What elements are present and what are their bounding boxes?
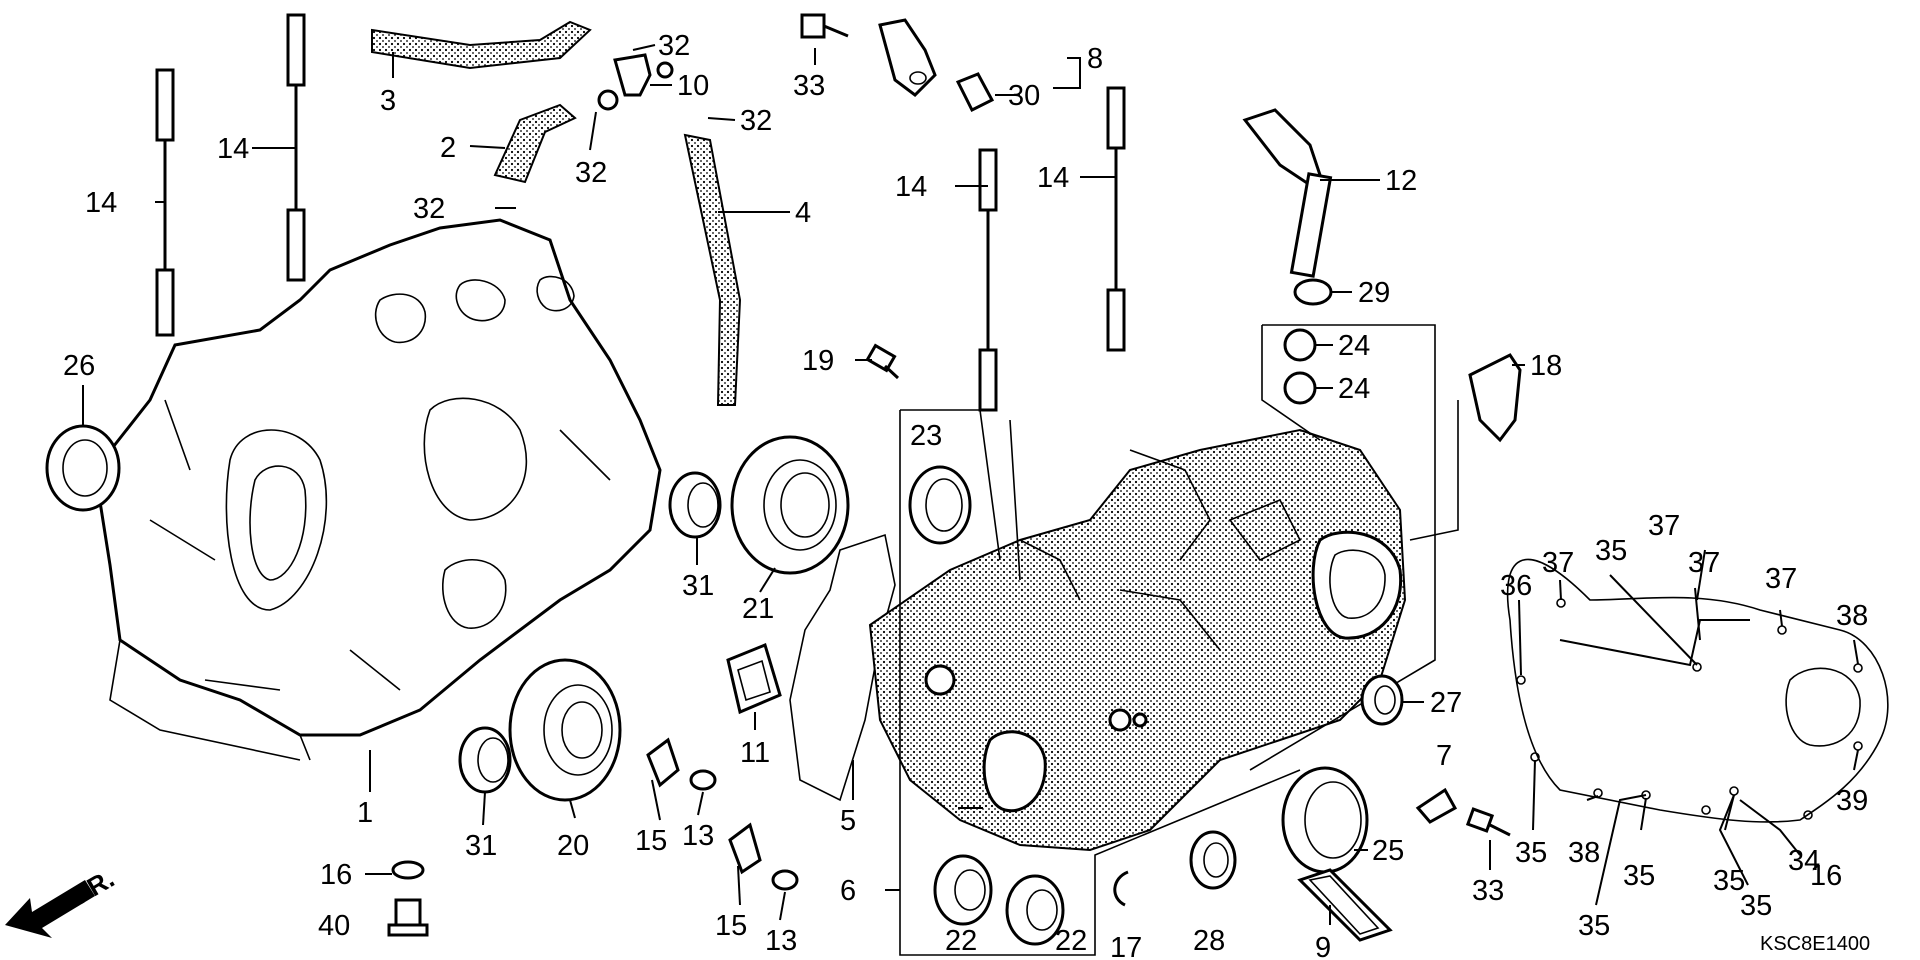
callout-37d: 37 <box>1765 563 1797 595</box>
callout-10: 10 <box>677 70 709 102</box>
callout-20: 20 <box>557 830 589 862</box>
callout-35e: 35 <box>1578 910 1610 942</box>
callout-37b: 37 <box>1648 510 1680 542</box>
callout-14d: 14 <box>1037 162 1069 194</box>
callout-21: 21 <box>742 593 774 625</box>
bearing-23 <box>908 465 972 545</box>
callout-19: 19 <box>802 345 834 377</box>
callout-32d: 32 <box>413 193 445 225</box>
callout-13a: 13 <box>682 820 714 852</box>
callout-23: 23 <box>910 420 942 452</box>
callouts: 1 2 3 4 5 6 7 8 9 10 11 12 13 13 14 14 1… <box>63 30 1870 960</box>
diagram-code: KSC8E1400 <box>1760 933 1870 955</box>
callout-15a: 15 <box>635 825 667 857</box>
seal-28 <box>1189 830 1237 890</box>
oil-seal-26 <box>45 424 121 512</box>
callout-31b: 31 <box>465 830 497 862</box>
callout-28: 28 <box>1193 925 1225 957</box>
shift-shaft-12 <box>1242 108 1333 278</box>
callout-32c: 32 <box>575 157 607 189</box>
callout-2: 2 <box>440 132 456 164</box>
callout-25: 25 <box>1372 835 1404 867</box>
callout-35f: 35 <box>1740 890 1772 922</box>
callout-14a: 14 <box>85 187 117 219</box>
bearing-21 <box>730 435 850 575</box>
callout-34: 34 <box>1788 845 1820 877</box>
leader-lines <box>82 44 1859 925</box>
callout-9: 9 <box>1315 932 1331 960</box>
callout-22a: 22 <box>945 925 977 957</box>
group-frames <box>899 324 1459 956</box>
callout-33b: 33 <box>1472 875 1504 907</box>
callout-11: 11 <box>740 737 770 769</box>
right-crankcase <box>868 419 1407 852</box>
callout-37e: 38 <box>1568 837 1600 869</box>
callout-39: 40 <box>318 910 350 942</box>
callout-24b: 24 <box>1338 373 1370 405</box>
callout-38a: 38 <box>1836 600 1868 632</box>
breather-hoses <box>371 20 742 406</box>
screen-9 <box>1297 868 1393 942</box>
collar-29 <box>1293 278 1333 306</box>
callout-13b: 13 <box>765 925 797 957</box>
bushing-31-upper <box>668 471 722 539</box>
callout-14b: 14 <box>217 133 249 165</box>
callout-6: 6 <box>840 875 856 907</box>
callout-8: 8 <box>1087 43 1103 75</box>
callout-1: 1 <box>357 797 373 829</box>
plate-7-bolt-33 <box>1415 787 1511 837</box>
bolt-33-upper <box>800 13 849 39</box>
bracket-15-bolt-13 <box>646 737 799 891</box>
circlip-17 <box>1113 870 1129 907</box>
callout-35d: 35 <box>1713 865 1745 897</box>
callout-17: 17 <box>1110 932 1142 960</box>
callout-15b: 15 <box>715 910 747 942</box>
callout-7: 7 <box>1436 740 1452 772</box>
arm-8 <box>878 18 995 113</box>
callout-29: 29 <box>1358 277 1390 309</box>
seal-27 <box>1360 674 1404 726</box>
callout-16a: 16 <box>320 859 352 891</box>
callout-37c: 37 <box>1688 547 1720 579</box>
callout-16b: 16 <box>1810 860 1842 892</box>
callout-30: 30 <box>1008 80 1040 112</box>
callout-35a: 35 <box>1595 535 1627 567</box>
front-arrow-icon <box>5 880 95 938</box>
seal-25 <box>1281 766 1369 874</box>
collars-24 <box>1283 328 1317 405</box>
guide-11 <box>726 642 782 715</box>
bolt-19 <box>865 343 900 380</box>
callout-37a: 37 <box>1542 547 1574 579</box>
callout-32b: 32 <box>740 105 772 137</box>
callout-3: 3 <box>380 85 396 117</box>
callout-35c: 35 <box>1623 860 1655 892</box>
callout-12: 12 <box>1385 165 1417 197</box>
gasket-5 <box>789 533 896 802</box>
callout-36: 36 <box>1500 570 1532 602</box>
left-crankcase <box>93 218 662 761</box>
callout-38b: 39 <box>1836 785 1868 817</box>
callout-22b: 22 <box>1055 925 1087 957</box>
callout-33a: 33 <box>793 70 825 102</box>
bushing-31-lower <box>458 726 512 794</box>
callout-14c: 14 <box>895 171 927 203</box>
callout-35b: 35 <box>1515 837 1547 869</box>
bracket-18 <box>1468 353 1522 443</box>
callout-4: 4 <box>795 197 811 229</box>
callout-5: 5 <box>840 805 856 837</box>
callout-26: 26 <box>63 350 95 382</box>
callout-18: 18 <box>1530 350 1562 382</box>
callout-31a: 31 <box>682 570 714 602</box>
bearing-20 <box>508 658 622 802</box>
stud-bolts-14 <box>155 13 1126 412</box>
callout-32a: 32 <box>658 30 690 62</box>
needle-bearings-22 <box>933 854 1065 946</box>
callout-24a: 24 <box>1338 330 1370 362</box>
washer-16-bolt-39 <box>387 860 429 937</box>
callout-27: 27 <box>1430 687 1462 719</box>
